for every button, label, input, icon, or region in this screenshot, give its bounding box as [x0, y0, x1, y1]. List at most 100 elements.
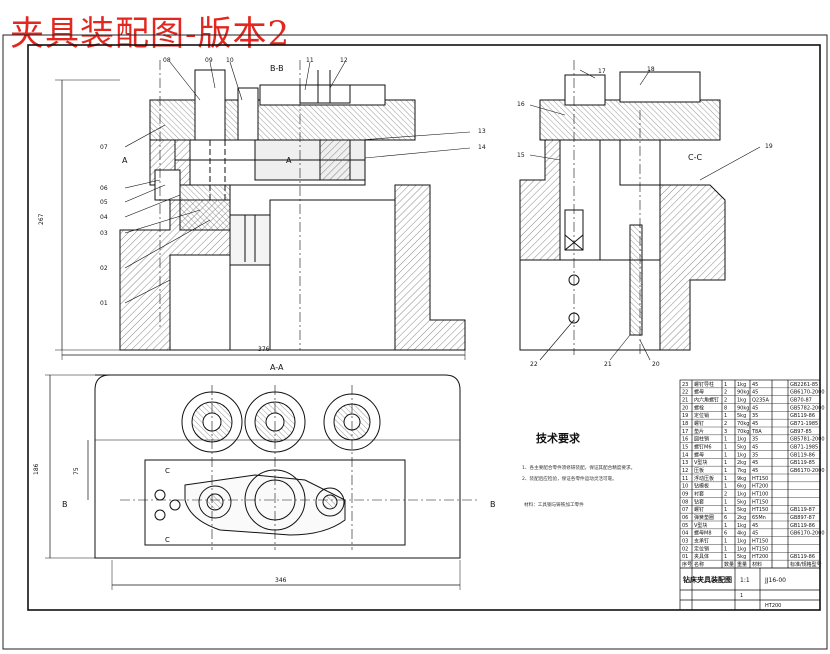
bom-cell: 3	[724, 429, 727, 435]
bom-cell: 螺栓	[694, 404, 704, 411]
bom-cell: 1kg	[737, 492, 746, 498]
bom-cell: 2	[724, 390, 727, 396]
callout-07: 07	[100, 144, 108, 151]
bom-cell: 01	[682, 554, 688, 560]
bom-cell: 夹具体	[694, 553, 709, 560]
bom-cell: 1	[724, 499, 727, 505]
callout-06: 06	[100, 185, 108, 192]
bom-cell: 45	[752, 523, 758, 529]
bom-cell: 1	[724, 452, 727, 458]
bom-cell: 8	[724, 405, 727, 411]
bom-cell: 45	[752, 390, 758, 396]
bom-cell: GB70-87	[790, 398, 812, 404]
bom-cell: 65Mn	[752, 515, 766, 521]
bom-cell: 重量	[737, 561, 747, 568]
bom-cell: GB119-87	[790, 507, 815, 513]
bom-cell: 材料	[752, 561, 762, 568]
callout-22: 22	[530, 361, 538, 368]
dimension-height-top: 186	[33, 463, 40, 475]
callout-20: 20	[652, 361, 660, 368]
bom-cell: 20	[682, 405, 688, 411]
drawing-name: 钻床夹具装配图	[683, 575, 732, 584]
bom-cell: 标准/规格型号	[790, 561, 822, 568]
bom-cell: 螺母M8	[694, 530, 712, 537]
bom-cell: GB119-86	[790, 554, 815, 560]
bom-cell: 16	[682, 437, 688, 443]
bom-cell: GB119-85	[790, 460, 815, 466]
bom-cell: 压板	[694, 467, 704, 474]
bom-cell: 19	[682, 413, 688, 419]
section-mark-a-left: A	[122, 156, 128, 165]
drawing-sheet: 1	[740, 593, 743, 599]
dimension-offset-top: 75	[73, 467, 80, 475]
callout-14: 14	[478, 144, 486, 151]
bom-cell: V型块	[694, 522, 707, 529]
bom-cell: GB119-86	[790, 523, 815, 529]
bom-cell: GB119-86	[790, 413, 815, 419]
bom-cell: GB6170-2000	[790, 390, 825, 396]
bom-cell: 15	[682, 445, 688, 451]
bom-cell: 09	[682, 492, 688, 498]
bom-cell: 5kg	[737, 413, 746, 419]
dimension-height: 267	[38, 213, 45, 225]
bom-cell: 1	[724, 468, 727, 474]
tech-requirements-title: 技术要求	[536, 432, 580, 445]
bom-cell: GB2261-85	[790, 382, 818, 388]
section-mark-c-bottom: C	[165, 536, 170, 544]
bom-cell: 支承钉	[694, 538, 709, 545]
bom-cell: GB5782-2000	[790, 405, 825, 411]
view-label-b-b: B-B	[270, 64, 284, 73]
bom-cell: 2kg	[737, 515, 746, 521]
bom-cell: 18	[682, 421, 688, 427]
bom-cell: HT150	[752, 476, 768, 482]
bom-cell: 90kg	[737, 390, 749, 396]
bom-cell: 45	[752, 382, 758, 388]
callout-19: 19	[765, 143, 773, 150]
callout-04: 04	[100, 214, 108, 221]
bom-cell: 04	[682, 531, 688, 537]
callout-05: 05	[100, 199, 108, 206]
bom-cell: 6kg	[737, 484, 746, 490]
bom-cell: 1kg	[737, 437, 746, 443]
bom-cell: 1	[724, 507, 727, 513]
bom-cell: 10	[682, 484, 688, 490]
bom-cell: 1	[724, 539, 727, 545]
bom-cell: 7kg	[737, 468, 746, 474]
bom-cell: 45	[752, 531, 758, 537]
callout-13: 13	[478, 128, 486, 135]
callout-12: 12	[340, 57, 348, 64]
bom-cell: V型块	[694, 459, 707, 466]
bom-cell: Q235A	[752, 398, 769, 404]
title-block	[680, 567, 820, 610]
tech-note-1: 1、各主要配合零件须修研装配，保证其配合精度要求。	[522, 466, 636, 471]
bom-cell: HT150	[752, 507, 768, 513]
callout-17: 17	[598, 68, 606, 75]
bom-cell: 1	[724, 413, 727, 419]
callout-21: 21	[604, 361, 612, 368]
bom-cell: GB6170-2000	[790, 531, 825, 537]
bom-cell: 1	[724, 445, 727, 451]
section-mark-a-right: A	[286, 156, 292, 165]
bom-cell: 序号	[682, 561, 692, 568]
callout-15: 15	[517, 152, 525, 159]
bom-cell: 5kg	[737, 507, 746, 513]
bom-cell: 13	[682, 460, 688, 466]
bom-cell: 70kg	[737, 429, 749, 435]
bom-cell: 定位销	[694, 412, 709, 419]
callout-08: 08	[163, 57, 171, 64]
bom-cell: 22	[682, 390, 688, 396]
section-mark-b-right: B	[490, 500, 496, 509]
side-section-view	[519, 60, 761, 361]
bom-cell: HT150	[752, 539, 768, 545]
bom-cell: 2	[724, 421, 727, 427]
bom-cell: HT200	[752, 554, 768, 560]
callout-09: 09	[205, 57, 213, 64]
bom-cell: 1kg	[737, 523, 746, 529]
bom-cell: 35	[752, 413, 758, 419]
section-mark-c-top: C	[165, 467, 170, 475]
bom-cell: 螺钉	[694, 420, 704, 427]
tech-note-3: 材料：工具钢与铸铁加工零件	[524, 503, 584, 508]
callout-02: 02	[100, 265, 108, 272]
bom-cell: 1	[724, 546, 727, 552]
